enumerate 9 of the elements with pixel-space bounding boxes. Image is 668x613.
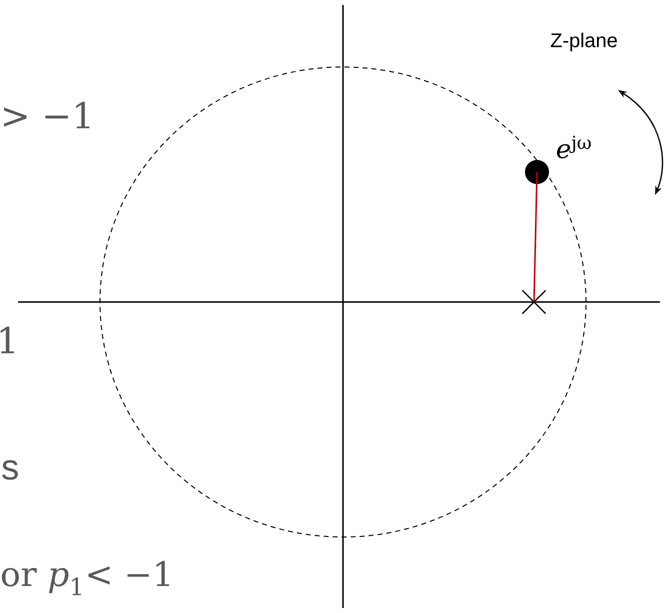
- zero-cross: [522, 290, 546, 314]
- plane-label: Z-plane: [550, 32, 617, 52]
- pole-dot: [525, 160, 549, 184]
- text-fragment: 1: [0, 326, 14, 354]
- point-label: e$^{jω}$: [556, 136, 591, 158]
- text-fragment: > −1: [4, 102, 90, 128]
- text-fragment: or p$_{1}$< −1: [2, 560, 170, 596]
- text-fragment: s: [2, 460, 18, 480]
- connector-line: [533, 172, 538, 302]
